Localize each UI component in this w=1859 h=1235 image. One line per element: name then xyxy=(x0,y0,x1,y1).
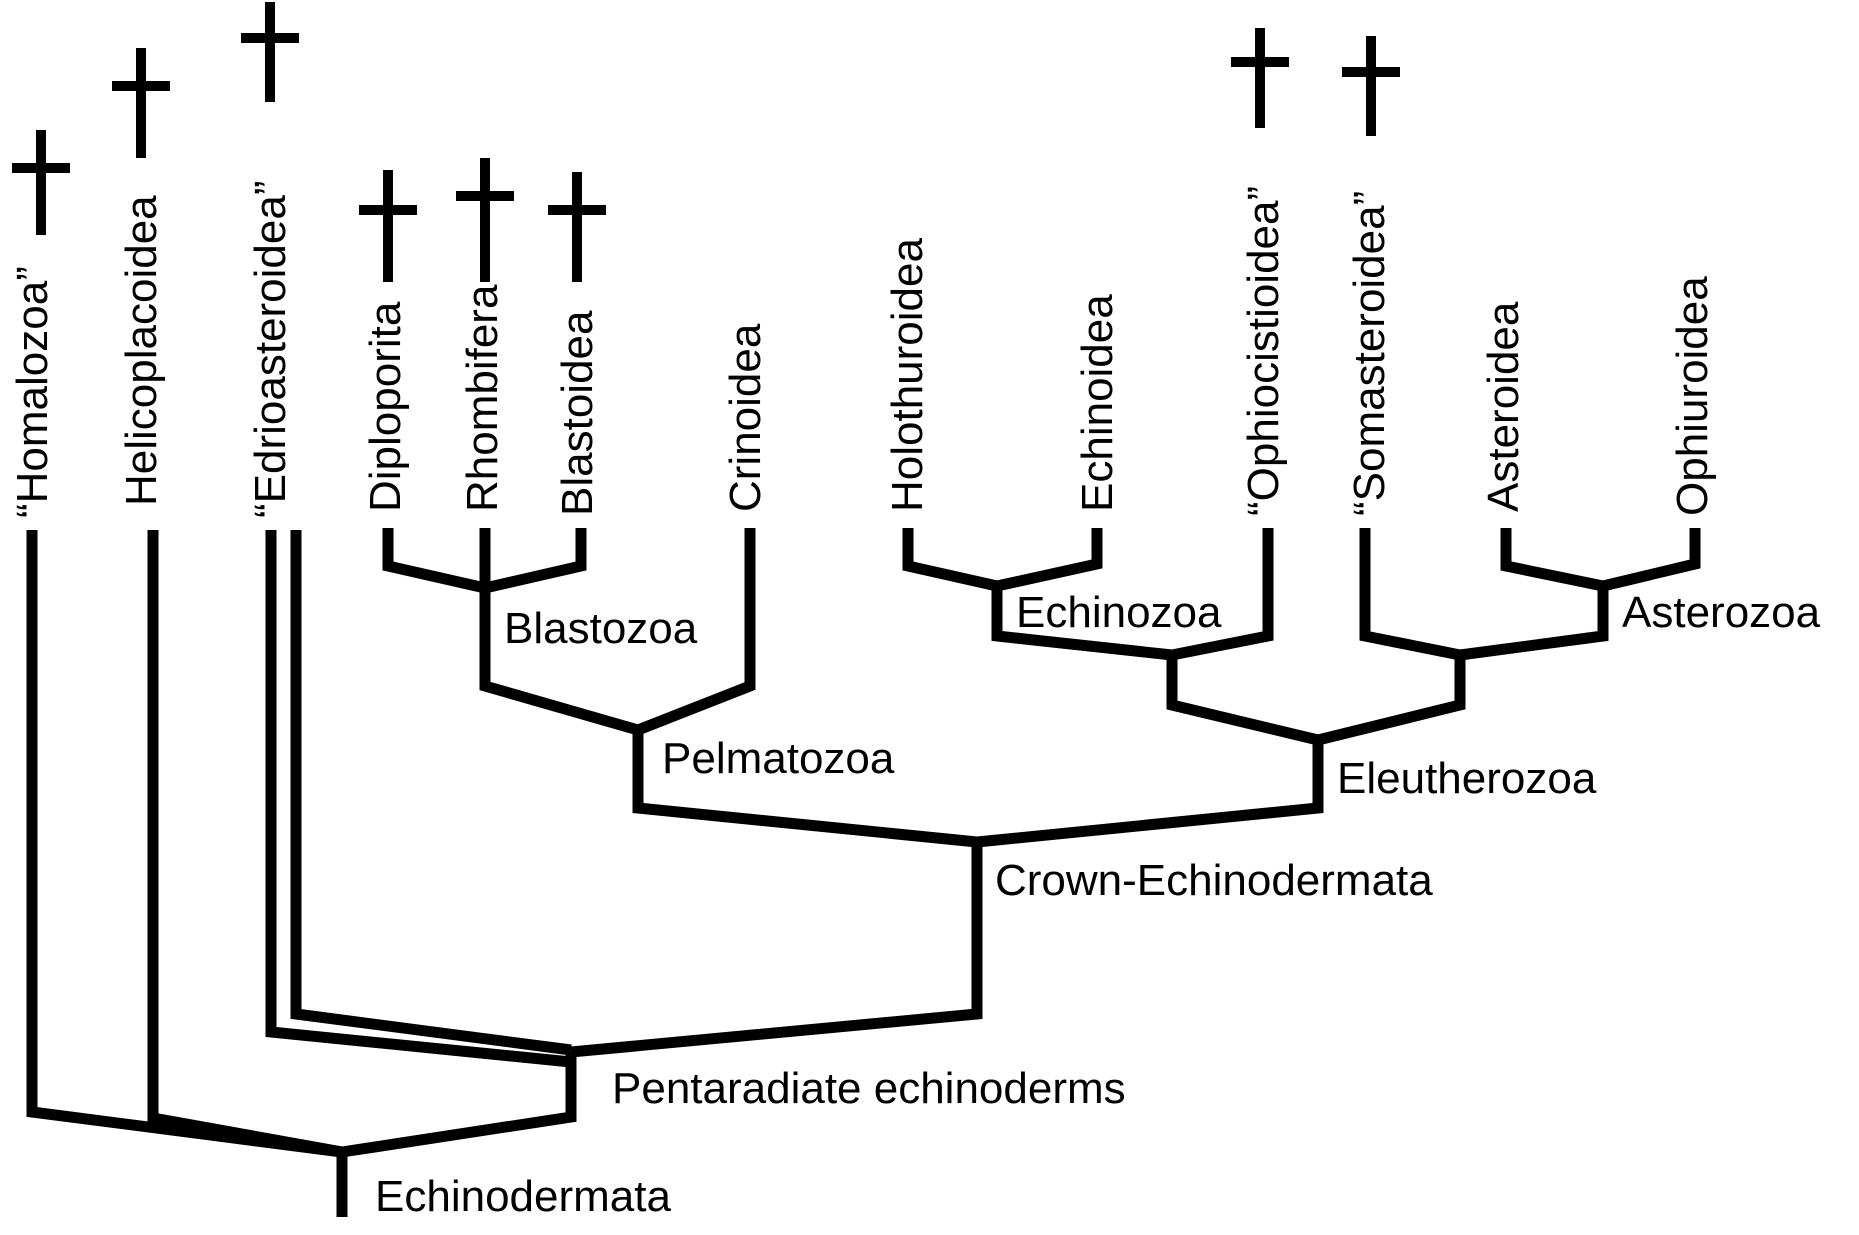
pelmatozoa-branch xyxy=(632,730,978,848)
ophiocistioidea-dagger-icon xyxy=(1231,28,1289,128)
blastoidea-branch xyxy=(483,528,587,594)
clade-label-pelmatozoa: Pelmatozoa xyxy=(662,734,895,783)
diploporita-branch xyxy=(382,528,487,594)
clade-label-blastozoa: Blastozoa xyxy=(504,604,698,653)
ophiuroidea-branch xyxy=(1601,528,1701,592)
clade-label-eleutherozoa: Eleutherozoa xyxy=(1337,754,1597,803)
extinction-daggers xyxy=(12,2,1400,282)
echinozoa-branch xyxy=(991,586,1173,661)
taxon-label-homalozoa: “Homalozoa” xyxy=(8,266,57,518)
taxon-label-blastoidea: Blastoidea xyxy=(553,310,602,516)
clade-label-echinozoa: Echinozoa xyxy=(1016,588,1222,637)
crown-echinodermata-branch xyxy=(570,842,983,1058)
clade-labels: Blastozoa Echinozoa Asterozoa Pelmatozoa… xyxy=(375,588,1821,1221)
taxon-labels: “Homalozoa” Helicoplacoidea “Edrioastero… xyxy=(8,181,1717,519)
somasteroidea-dagger-icon xyxy=(1342,36,1400,136)
clade-label-asterozoa: Asterozoa xyxy=(1622,588,1821,637)
taxon-label-edrioasteroidea: “Edrioasteroidea” xyxy=(246,181,295,519)
taxon-label-rhombifera: Rhombifera xyxy=(458,284,507,512)
taxon-label-diploporita: Diploporita xyxy=(361,301,410,512)
eleutherozoa-branch xyxy=(976,740,1324,848)
taxon-label-crinoidea: Crinoidea xyxy=(721,323,770,512)
taxon-label-asteroidea: Asteroidea xyxy=(1479,301,1528,512)
taxon-label-helicoplacoidea: Helicoplacoidea xyxy=(117,195,166,506)
clade-label-crown-echinodermata: Crown-Echinodermata xyxy=(995,856,1433,905)
taxon-label-ophiuroidea: Ophiuroidea xyxy=(1668,276,1717,516)
taxon-label-echinoidea: Echinoidea xyxy=(1073,294,1122,512)
edrioasteroidea-branch-outer xyxy=(265,530,572,1068)
edrioasteroidea-branch-inner xyxy=(290,530,572,1056)
helicoplacoidea-branch xyxy=(147,530,343,1158)
edrioasteroidea-dagger-icon xyxy=(241,2,299,102)
pentaradiate-stem xyxy=(341,1052,577,1158)
asterozoa-branch xyxy=(1459,586,1609,661)
taxon-label-ophiocistioidea: “Ophiocistioidea” xyxy=(1239,186,1288,516)
clade-label-echinodermata: Echinodermata xyxy=(375,1172,671,1221)
asteroidea-branch xyxy=(1500,528,1605,592)
rhombifera-dagger-icon xyxy=(456,158,514,282)
clade-label-pentaradiate-echinoderms: Pentaradiate echinoderms xyxy=(612,1064,1126,1113)
blastoidea-dagger-icon xyxy=(548,172,606,282)
crinoidea-branch xyxy=(635,528,756,736)
ophiocistioidea-branch xyxy=(1170,528,1274,661)
taxon-label-holothuroidea: Holothuroidea xyxy=(883,238,932,512)
helicoplacoidea-dagger-icon xyxy=(112,48,170,158)
homalozoa-dagger-icon xyxy=(12,130,70,235)
somasteroidea-branch xyxy=(1359,528,1462,661)
blastozoa-branch xyxy=(479,588,640,736)
eleutherozoa-right-node xyxy=(1316,655,1466,746)
eleutherozoa-left-node xyxy=(1166,655,1320,746)
echinoidea-branch xyxy=(995,528,1103,592)
taxon-label-somasteroidea: “Somasteroidea” xyxy=(1345,191,1394,516)
holothuroidea-branch xyxy=(902,528,999,592)
diploporita-dagger-icon xyxy=(359,170,417,282)
tree-branches xyxy=(26,528,1701,1217)
